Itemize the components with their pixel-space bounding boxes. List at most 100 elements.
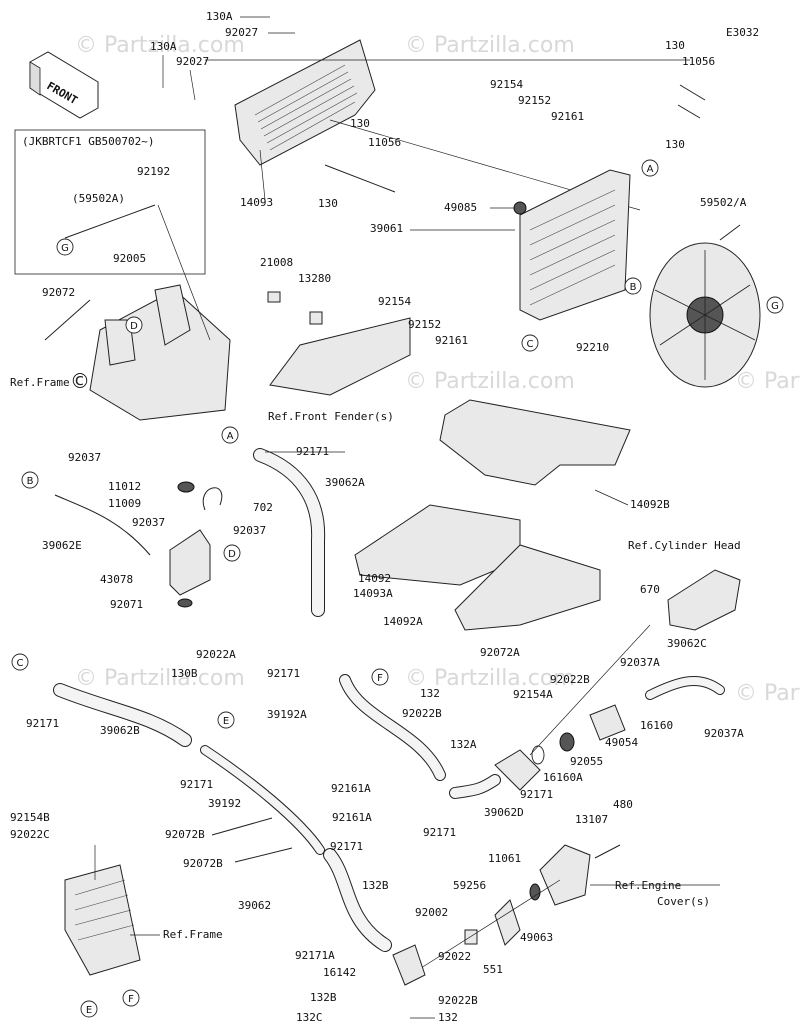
part-label: 92161 <box>551 110 584 123</box>
callout-letter: C <box>17 658 24 669</box>
callout-letter: G <box>61 243 69 254</box>
part-label: 11056 <box>682 55 715 68</box>
band-92072 <box>44 299 91 341</box>
part-label: 92171 <box>26 717 59 730</box>
part-label: 92154 <box>490 78 523 91</box>
bolt-130 <box>324 164 396 193</box>
part-label: 14092B <box>630 498 670 511</box>
part-label: 14093 <box>240 196 273 209</box>
part-label: 49054 <box>605 736 638 749</box>
part-label: 92171A <box>295 949 335 962</box>
part-label: 13107 <box>575 813 608 826</box>
watermark: © Partzilla.com <box>735 681 800 706</box>
part-label: 92027 <box>225 26 258 39</box>
part-label: 92161A <box>332 811 372 824</box>
part-label: 16160A <box>543 771 583 784</box>
insulator-14092A <box>454 544 601 631</box>
callout-E-pipe <box>217 711 235 729</box>
callout-C-hose <box>11 653 29 671</box>
part-label: 132B <box>310 991 337 1004</box>
ref-engine-cover-line2: Cover(s) <box>657 895 710 908</box>
part-label: 14093A <box>353 587 393 600</box>
diagram-code: E3032 <box>726 26 759 39</box>
frame-section-bottom <box>64 864 141 976</box>
part-label: 132B <box>362 879 389 892</box>
cylinder-head-ref <box>667 569 741 631</box>
part-label: 92022 <box>438 950 471 963</box>
part-label: 39062 <box>238 899 271 912</box>
part-label: 132 <box>438 1011 458 1024</box>
grommet-13280 <box>309 311 323 325</box>
part-label: 92192 <box>137 165 170 178</box>
part-labels: 130A 92027 130A 92027 14093 130 11056 13… <box>10 10 747 1024</box>
insulator-14092B <box>439 399 631 486</box>
part-label: 49063 <box>520 931 553 944</box>
band-92072B-b <box>234 847 293 863</box>
callout-E-frame <box>80 1000 98 1018</box>
callout-letter: F <box>377 673 383 684</box>
part-label: 39061 <box>370 222 403 235</box>
part-label: 59502/A <box>700 196 747 209</box>
part-label: 14092 <box>358 572 391 585</box>
part-label: 39062B <box>100 724 140 737</box>
hose-39062E-outline <box>54 494 151 556</box>
radiator-shroud-14093 <box>234 39 376 166</box>
front-fender-panel <box>269 317 411 396</box>
ref-frame-top: Ref.Frame <box>10 376 70 389</box>
part-label: 480 <box>613 798 633 811</box>
part-label: 551 <box>483 963 503 976</box>
part-label: 92161 <box>435 334 468 347</box>
part-label: 130A <box>150 40 177 53</box>
shaft-13107 <box>594 844 621 859</box>
part-label: 92072 <box>42 286 75 299</box>
part-label: 11012 <box>108 480 141 493</box>
part-label: 92005 <box>113 252 146 265</box>
front-direction-arrow: FRONT <box>29 51 99 119</box>
part-label: 92171 <box>267 667 300 680</box>
callout-G-inset <box>56 238 74 256</box>
part-label: 92055 <box>570 755 603 768</box>
watermark: © Partzilla.com <box>405 369 575 394</box>
callout-letter: A <box>227 431 234 442</box>
watermark: © Partzilla.com <box>75 666 245 691</box>
ref-front-fender: Ref.Front Fender(s) <box>268 410 394 423</box>
part-label: 92027 <box>176 55 209 68</box>
callout-letter: B <box>630 282 637 293</box>
impeller-59256 <box>464 929 478 945</box>
part-label: 16160 <box>640 719 673 732</box>
part-label: 92154A <box>513 688 553 701</box>
part-label: 92152 <box>518 94 551 107</box>
grommet-21008 <box>267 291 281 303</box>
part-label: 92022B <box>402 707 442 720</box>
thermostat-housing-16160 <box>589 704 626 741</box>
callout-A-hose <box>221 426 239 444</box>
part-label: 21008 <box>260 256 293 269</box>
part-label: 92171 <box>520 788 553 801</box>
part-label: 130B <box>171 667 198 680</box>
thermostat-49054 <box>559 732 575 752</box>
part-label: 92171 <box>423 826 456 839</box>
callout-letter: D <box>130 321 138 332</box>
leader-lines <box>94 16 720 1019</box>
part-label: 92002 <box>415 906 448 919</box>
callout-letter: B <box>27 476 34 487</box>
bolt-130-right <box>679 84 706 101</box>
callout-C-radiator <box>521 334 539 352</box>
water-pump-16142 <box>392 944 426 986</box>
part-label: 14092A <box>383 615 423 628</box>
o-ring-92055 <box>531 745 545 765</box>
part-label: 130 <box>350 117 370 130</box>
part-label: 39192A <box>267 708 307 721</box>
part-label: 92072A <box>480 646 520 659</box>
part-label: 92171 <box>330 840 363 853</box>
callout-letter: C <box>527 339 534 350</box>
watermark: © Partzilla.com <box>735 369 800 394</box>
watermark: © Partzilla.com <box>405 666 575 691</box>
part-label: 130 <box>665 138 685 151</box>
part-label: 92072B <box>165 828 205 841</box>
part-label: 13280 <box>298 272 331 285</box>
callouts: A B C G G D A B D C F E E F <box>11 159 784 1018</box>
engine-cover-ref <box>539 844 591 906</box>
part-label: 92037 <box>132 516 165 529</box>
